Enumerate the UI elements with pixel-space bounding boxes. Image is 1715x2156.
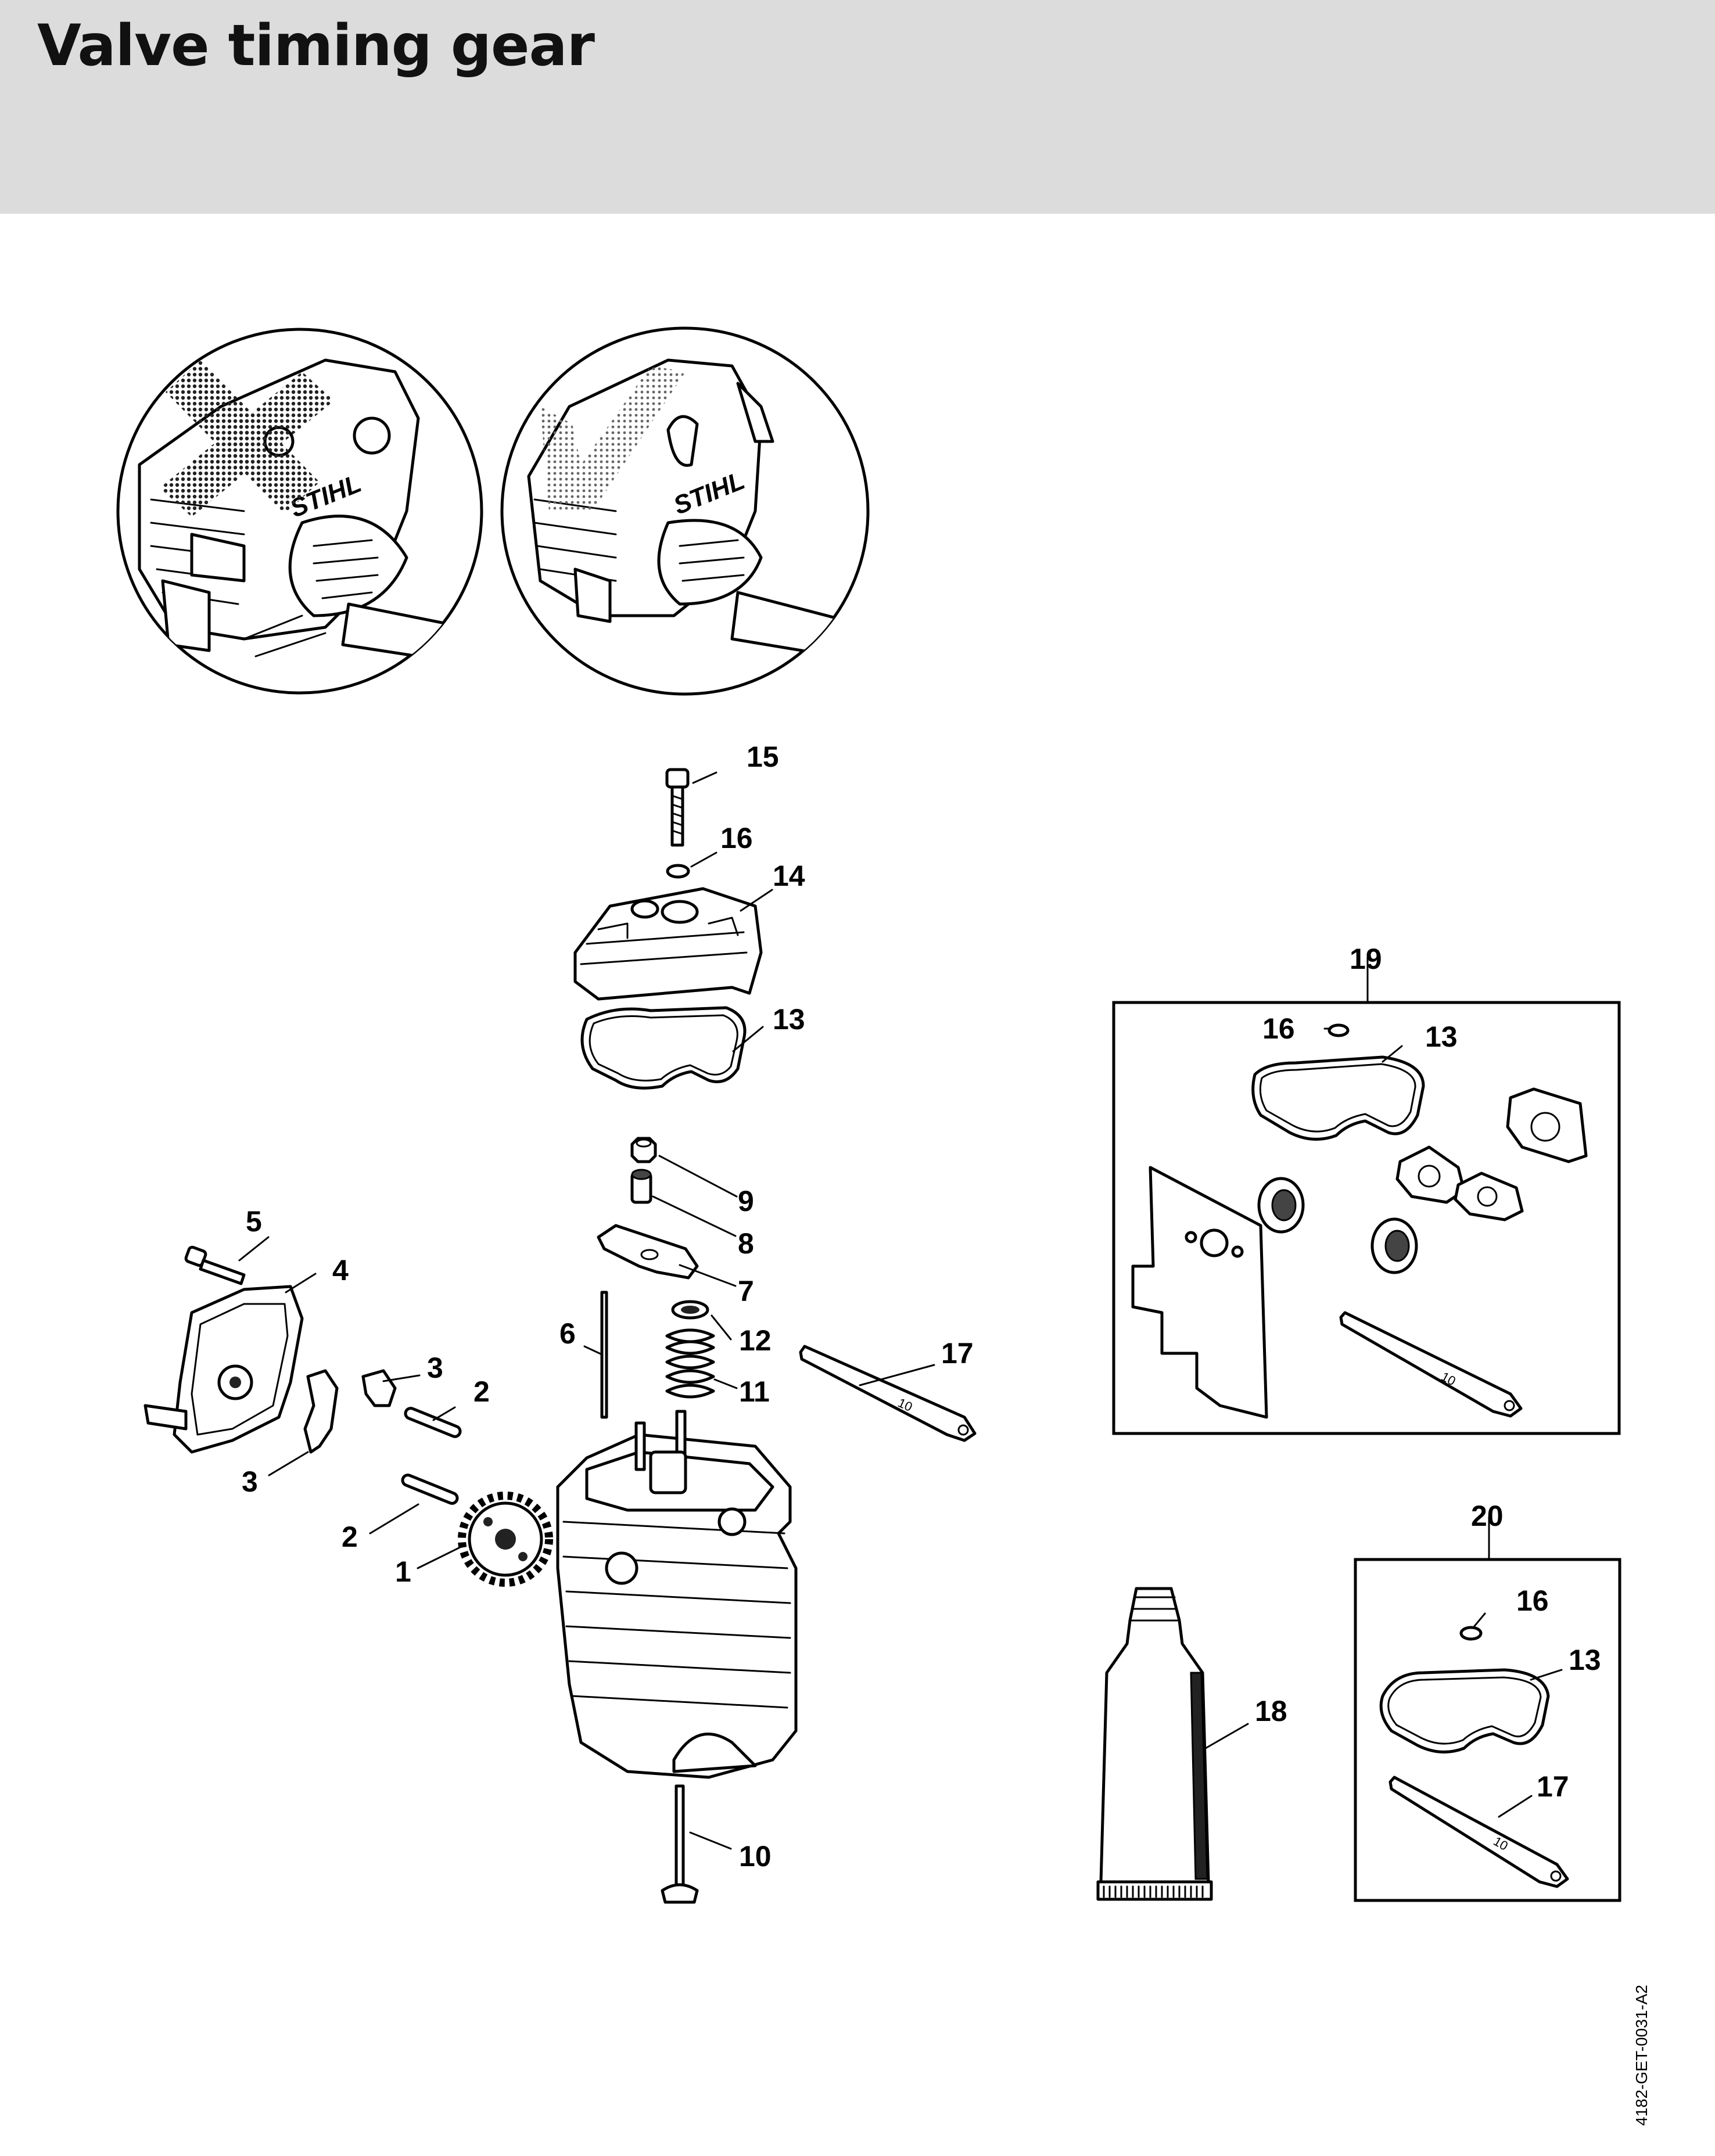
page-title: Valve timing gear	[37, 13, 595, 79]
part-4-cover-plate	[143, 1285, 304, 1454]
callout-3: 3	[427, 1352, 443, 1384]
part-10-valve	[661, 1784, 699, 1904]
part-1-gear	[458, 1492, 553, 1587]
part-15-screw	[665, 768, 690, 847]
correct-check-mark	[540, 366, 686, 511]
part-2-pin	[401, 1474, 459, 1505]
kit-20-box: 10	[1354, 1558, 1621, 1902]
engine-housing-illustration	[527, 358, 868, 664]
callout-8: 8	[738, 1227, 754, 1260]
part-9-nut	[630, 1137, 657, 1163]
callout-2: 2	[473, 1375, 490, 1408]
callout-4: 4	[332, 1254, 349, 1287]
callout-20-17: 17	[1537, 1770, 1569, 1803]
part-16-washer	[666, 864, 690, 879]
callout-1: 1	[395, 1555, 411, 1588]
callout-20-13: 13	[1569, 1644, 1601, 1676]
callout-3: 3	[242, 1465, 258, 1498]
reference-view-correct: STIHL	[500, 326, 870, 696]
callout-20: 20	[1471, 1500, 1504, 1532]
callout-18: 18	[1255, 1695, 1287, 1727]
callout-14: 14	[773, 860, 805, 892]
part-3-rocker-lever	[303, 1369, 397, 1454]
reference-view-incorrect: STIHL	[116, 328, 483, 695]
callout-10: 10	[739, 1840, 772, 1873]
callout-19: 19	[1350, 943, 1382, 975]
part-18-grease-tube	[1096, 1587, 1213, 1901]
page-header	[0, 0, 1715, 214]
part-14-valve-cover	[573, 887, 763, 1001]
part-5-screw	[184, 1245, 246, 1285]
part-17-adjusting-tool: 10	[799, 1345, 977, 1442]
part-7-rocker-arm	[597, 1224, 699, 1280]
callout-leader-lines	[238, 771, 1563, 1850]
callout-19-16: 16	[1262, 1012, 1295, 1045]
document-id: 4182-GET-0031-A2	[1633, 1985, 1651, 2126]
callout-13: 13	[773, 1003, 805, 1036]
callout-12: 12	[739, 1324, 772, 1357]
callout-6: 6	[559, 1317, 576, 1350]
callout-11: 11	[739, 1375, 770, 1408]
kit-19-box: 10	[1112, 1001, 1621, 1435]
part-11-valve-spring	[665, 1328, 715, 1399]
callout-20-16: 16	[1516, 1584, 1549, 1617]
callout-17: 17	[941, 1337, 974, 1370]
callout-9: 9	[738, 1185, 754, 1217]
part-13-gasket	[580, 1006, 747, 1090]
callout-7: 7	[738, 1275, 754, 1307]
callout-16: 16	[720, 822, 753, 854]
incorrect-cross-mark	[160, 360, 334, 517]
callout-2: 2	[342, 1521, 358, 1553]
callout-5: 5	[246, 1205, 262, 1238]
part-12-spring-retainer	[671, 1300, 709, 1320]
callout-19-13: 13	[1425, 1020, 1458, 1053]
part-2-pin	[404, 1407, 462, 1438]
part-8-sleeve	[630, 1169, 652, 1204]
cylinder-assembly	[556, 1410, 798, 1779]
callout-labels: 15 16 14 13 9 8 7 12 11 6 10 17 18 19 16…	[242, 741, 1601, 1873]
callout-15: 15	[747, 741, 779, 773]
